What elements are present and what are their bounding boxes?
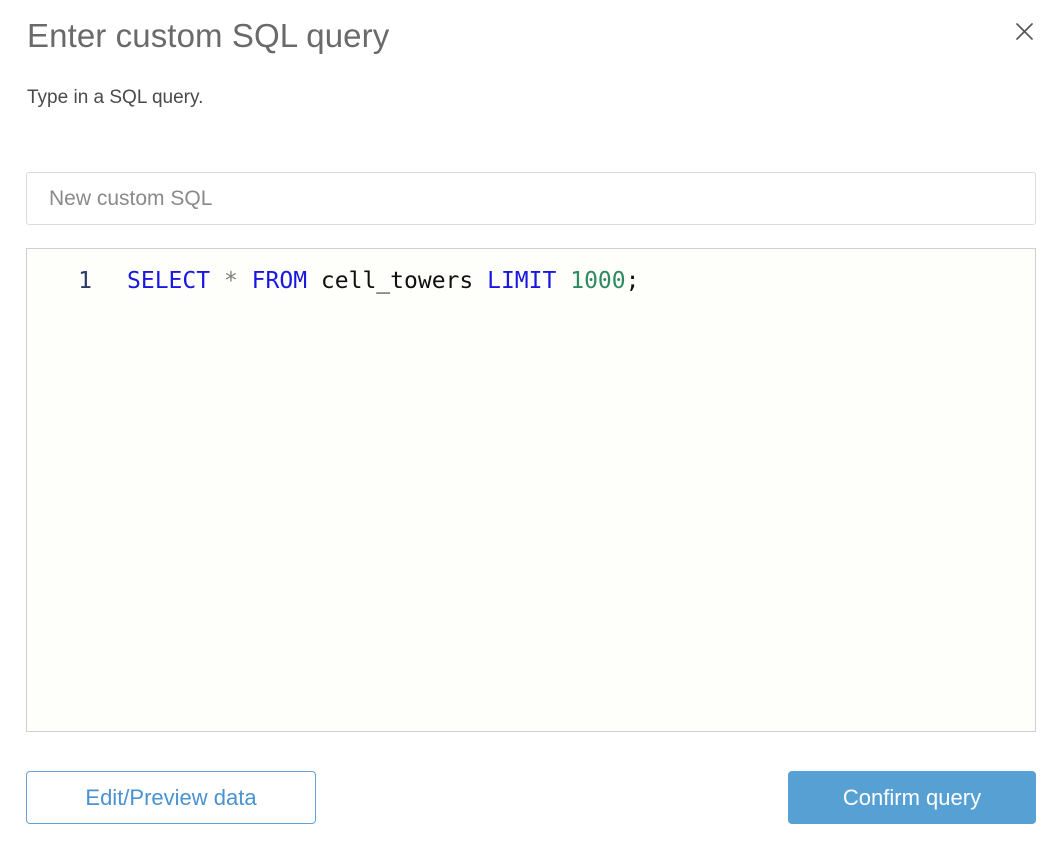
- sql-space: [238, 268, 252, 294]
- sql-space: [307, 268, 321, 294]
- sql-token-semicolon: ;: [625, 268, 640, 294]
- sql-space: [556, 268, 570, 294]
- close-icon[interactable]: [1007, 14, 1041, 48]
- sql-token-star: *: [223, 268, 238, 294]
- sql-space: [210, 268, 224, 294]
- sql-token-number: 1000: [570, 268, 626, 294]
- page-title: Enter custom SQL query: [27, 17, 390, 54]
- sql-token-from: FROM: [251, 268, 308, 294]
- sql-token-select: SELECT: [127, 268, 211, 294]
- query-name-input[interactable]: [26, 172, 1036, 225]
- sql-token-table: cell_towers: [320, 268, 474, 294]
- code-line-row: 1 SELECT * FROM cell_towers LIMIT 1000;: [27, 249, 1035, 297]
- confirm-query-button[interactable]: Confirm query: [788, 771, 1036, 824]
- sql-editor[interactable]: 1 SELECT * FROM cell_towers LIMIT 1000;: [26, 248, 1036, 732]
- sql-code-line[interactable]: SELECT * FROM cell_towers LIMIT 1000;: [101, 265, 1035, 297]
- sql-token-limit: LIMIT: [487, 268, 557, 294]
- sql-space: [473, 268, 487, 294]
- edit-preview-data-button[interactable]: Edit/Preview data: [26, 771, 316, 824]
- line-number-gutter: 1: [78, 268, 92, 294]
- dialog-description: Type in a SQL query.: [27, 87, 204, 108]
